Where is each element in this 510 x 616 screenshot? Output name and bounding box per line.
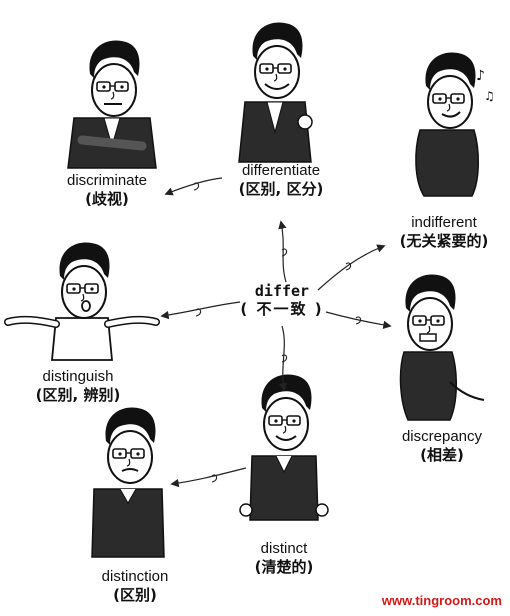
arrow-to-discriminate [164,177,223,196]
figure-discriminate [67,39,157,169]
node-word: discrepancy [401,428,483,445]
center-meaning: ( 不一致 ) [240,300,324,318]
node-meaning: (区别, 辨别) [35,386,121,404]
node-word: indifferent [411,214,477,231]
svg-text:♫: ♫ [484,89,495,103]
center-word-label: differ ( 不一致 ) [226,282,338,318]
arrows [160,177,392,488]
arrow-to-differentiate [278,220,287,283]
node-word: differentiate [241,162,321,179]
node-word: discriminate [66,172,148,189]
arrow-to-distinguish [160,301,241,320]
node-meaning: (区别, 区分) [238,180,324,198]
node-meaning: (区别) [113,586,157,604]
arrow-to-discrepancy [325,311,392,330]
figure-discrepancy [399,273,485,421]
node-meaning: (相差) [420,446,464,464]
node-distinct: distinct (清楚的) [234,540,334,576]
node-discrepancy: discrepancy (相差) [380,428,504,464]
figure-distinct [239,373,329,521]
arrow-curls [193,182,362,483]
node-meaning: (清楚的) [254,558,314,576]
node-word: distinguish [42,368,114,385]
node-word: distinct [260,540,308,557]
node-distinction: distinction (区别) [80,568,190,604]
arrow-to-indifferent [317,244,386,291]
figure-distinction [91,406,165,558]
node-discriminate: discriminate (歧视) [42,172,172,208]
figure-differentiate [238,21,313,163]
node-differentiate: differentiate (区别, 区分) [216,162,346,198]
arrow-to-distinct [278,325,288,392]
arrow-to-distinction [170,467,247,488]
center-word: differ [254,282,310,300]
figure-distinguish [4,241,160,361]
node-word: distinction [101,568,169,585]
node-meaning: (歧视) [85,190,129,208]
node-indifferent: indifferent (无关紧要的) [382,214,506,250]
node-distinguish: distinguish (区别, 辨别) [10,368,146,404]
node-meaning: (无关紧要的) [399,232,489,250]
svg-text:♪: ♪ [476,68,485,84]
figure-indifferent: ♪ ♫ [415,51,495,197]
watermark: www.tingroom.com [381,593,502,608]
